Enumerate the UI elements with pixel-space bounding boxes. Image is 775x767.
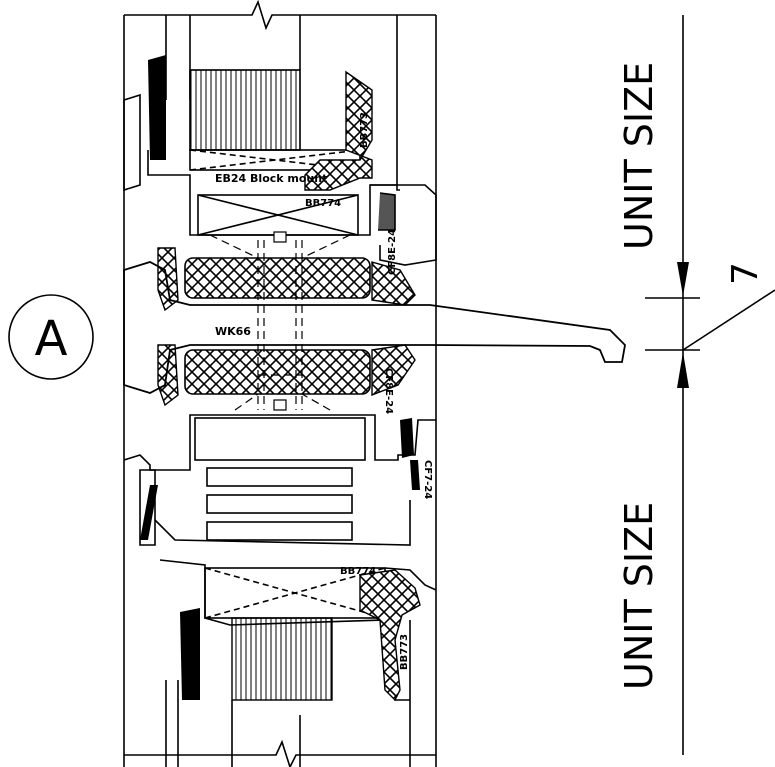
label-bb773-bottom: BB773 [399,634,410,670]
break-mark-top [124,0,436,31]
label-bb774-bottom: BB774 [340,566,376,577]
fastener-head-bottom [273,399,287,411]
label-wk66: WK66 [215,325,251,338]
dimension-line [645,15,775,755]
hatched-gasket-upper [157,247,179,312]
glass-unit-top [148,55,301,160]
dimension-label-upper: UNIT SIZE [617,62,661,250]
fastener-dashed [209,234,351,411]
dimension-label-lower: UNIT SIZE [617,502,661,690]
label-eb24: EB24 Block mount [215,172,327,185]
label-bb774-top: BB774 [305,198,341,209]
dimension-arrow-upper [677,262,689,296]
mullion-hatch [184,257,416,397]
sash-profile-bottom [123,414,436,546]
profile-wk66 [123,261,626,394]
label-cf8e-mid: CF8E-24 [383,368,394,414]
black-seals-lower [140,418,420,540]
hatched-seal-top [304,70,373,191]
break-mark-bottom [124,739,436,767]
cap-cf8e-top [370,184,437,266]
label-cf7: CF7-24 [422,460,433,499]
label-bb773-top: BB773 [359,112,370,148]
hatched-seal-bottom [359,569,421,702]
gap-value-label: 7 [725,262,766,285]
fastener-head-top [273,231,287,243]
glass-unit-bottom [180,608,333,701]
hatched-gasket-lower [157,344,179,407]
callout-letter: A [35,311,68,367]
label-cf8e-top: CF8E-24 [387,229,398,275]
callout-a: A [8,294,94,380]
dimension-arrow-lower [677,352,689,388]
